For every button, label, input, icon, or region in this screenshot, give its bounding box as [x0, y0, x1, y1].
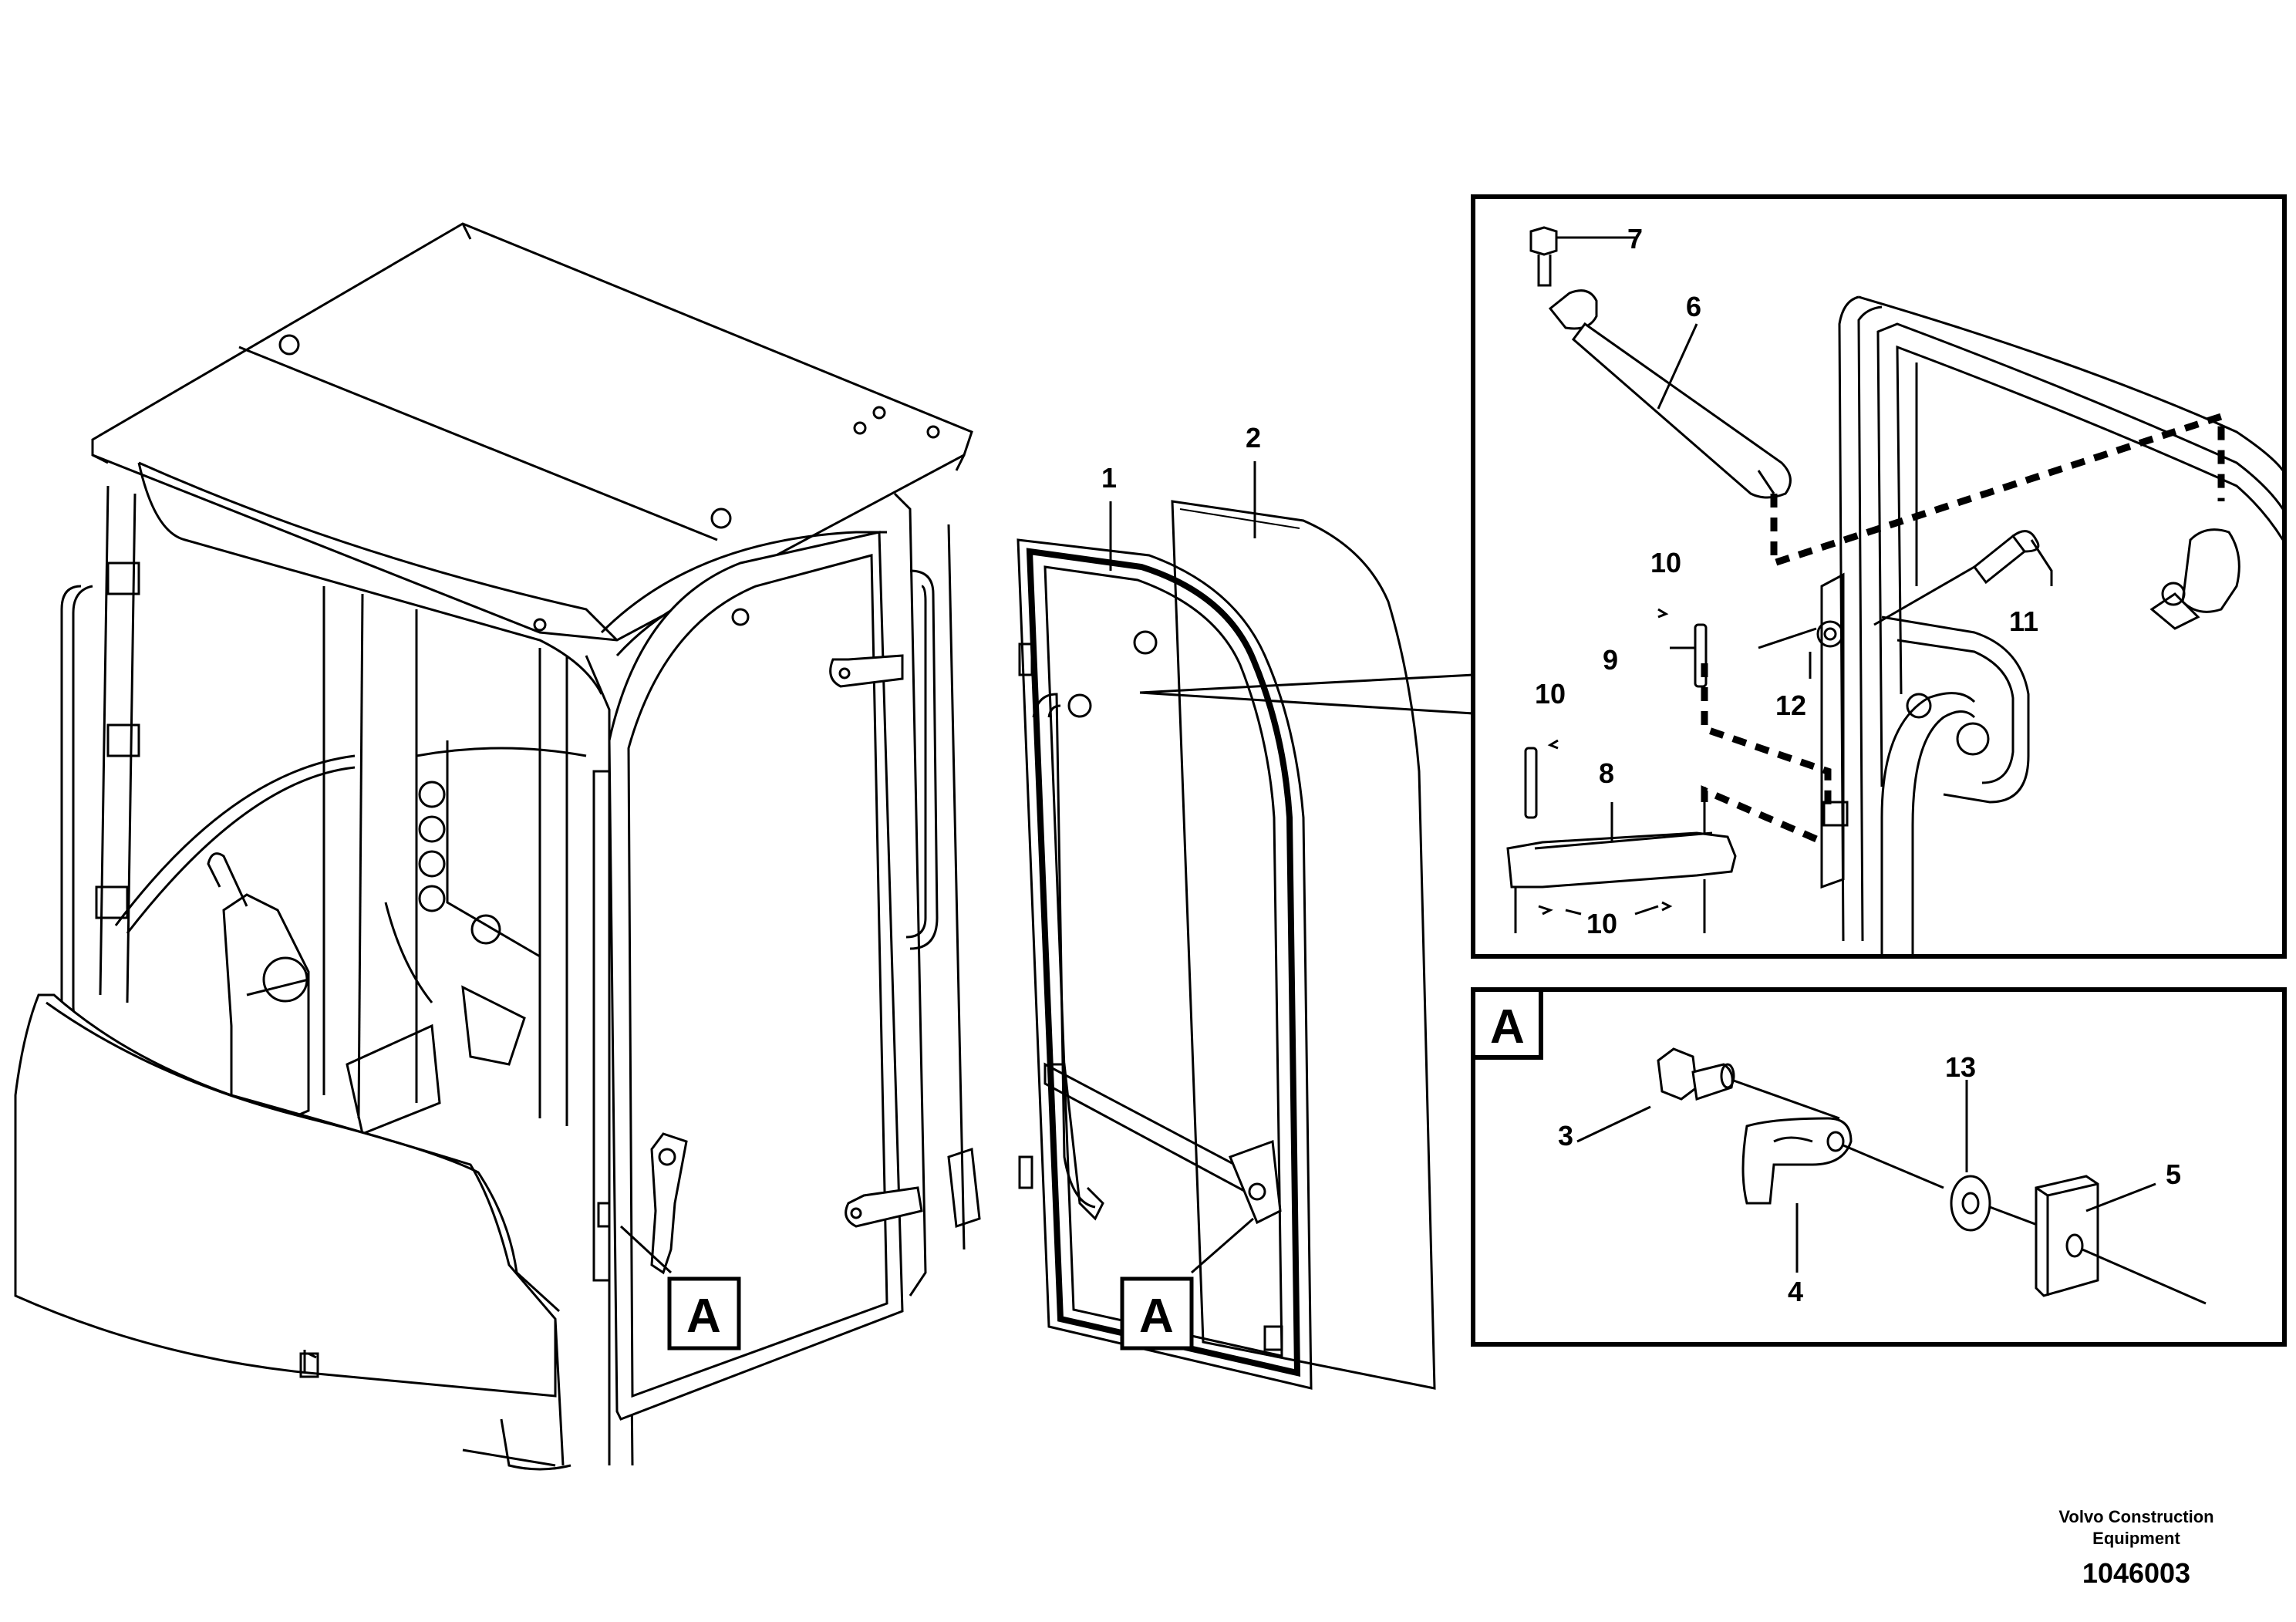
gas-strut-detail — [1506, 226, 2284, 956]
callout-4: 4 — [1788, 1276, 1803, 1307]
publisher-line-2: Equipment — [2092, 1529, 2180, 1548]
callout-5: 5 — [2166, 1158, 2181, 1190]
callout-10b: 10 — [1535, 678, 1566, 710]
callout-10a: 10 — [1650, 547, 1681, 578]
callout-9: 9 — [1603, 644, 1618, 676]
door-frame-drawing — [1017, 538, 1313, 1390]
publisher-line-1: Volvo Construction — [2058, 1507, 2213, 1526]
detail-box-a-tag-label: A — [1490, 1000, 1525, 1054]
detail-marker-a1-label: A — [686, 1290, 721, 1343]
callout-10c: 10 — [1586, 908, 1617, 939]
hinge-detail — [1576, 1047, 2207, 1305]
callout-1: 1 — [1101, 462, 1117, 494]
door-glass-drawing — [1171, 500, 1436, 1390]
detail-box-a — [1471, 987, 2287, 1347]
callout-3: 3 — [1558, 1120, 1573, 1152]
callout-2: 2 — [1246, 422, 1261, 454]
detail-marker-a2-label: A — [1139, 1290, 1174, 1343]
detail-marker-a2 — [1120, 1276, 1194, 1351]
cab-drawing — [14, 222, 981, 1471]
detail-box-a-tag — [1471, 987, 1543, 1060]
callout-7: 7 — [1627, 223, 1643, 255]
callout-12: 12 — [1775, 690, 1806, 721]
figure-id: 1046003 — [2082, 1557, 2190, 1589]
leader-a2 — [1191, 1217, 1254, 1274]
callout-6: 6 — [1686, 291, 1701, 322]
detail-box-top — [1471, 194, 2287, 959]
leader-6 — [1657, 323, 1698, 410]
leader-a1 — [619, 1225, 673, 1274]
callout-11: 11 — [2009, 605, 2038, 637]
callout-8: 8 — [1599, 757, 1614, 789]
callout-13: 13 — [1945, 1051, 1976, 1083]
zoom-connector — [1139, 673, 1474, 715]
detail-marker-a1 — [667, 1276, 741, 1351]
